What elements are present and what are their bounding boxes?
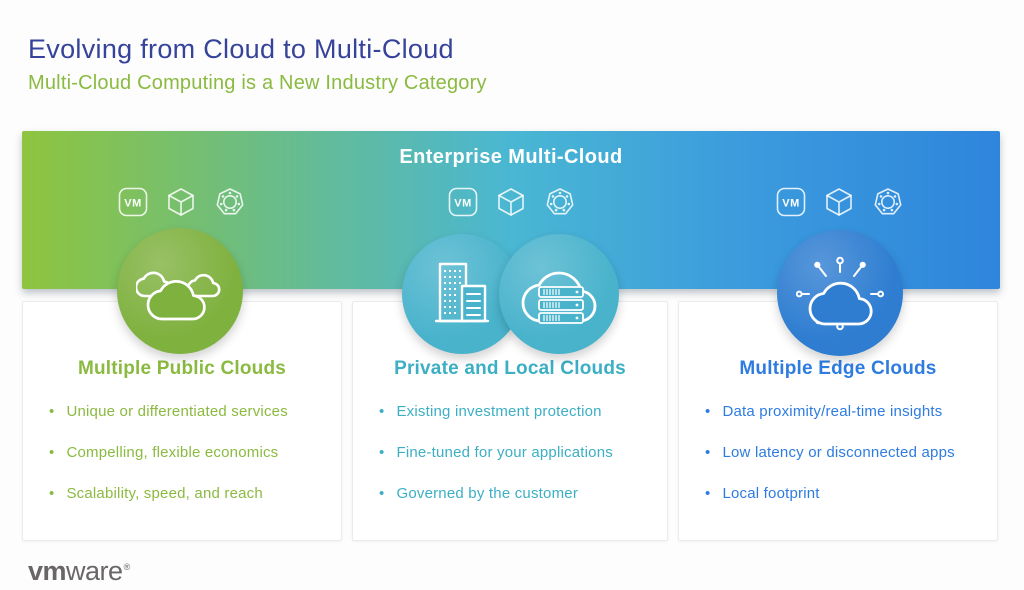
list-item: • Existing investment protection bbox=[379, 402, 653, 422]
vm-badge-icon: VM bbox=[448, 187, 478, 217]
private-local-clouds-card: Private and Local Clouds • Existing inves… bbox=[352, 301, 668, 541]
bullet-list: • Existing investment protection • Fine-tu… bbox=[353, 402, 667, 504]
banner-title: Enterprise Multi-Cloud bbox=[399, 146, 623, 168]
banner-icon-group: VM bbox=[118, 186, 246, 218]
private-clouds-servers-circle bbox=[499, 234, 619, 354]
bullet-dot: • bbox=[379, 403, 385, 420]
bullet-text: Existing investment protection bbox=[396, 403, 602, 420]
banner-icon-group: VM bbox=[448, 186, 576, 218]
bullet-text: Fine-tuned for your applications bbox=[396, 444, 613, 461]
bullet-text: Scalability, speed, and reach bbox=[66, 485, 263, 502]
vm-badge-icon: VM bbox=[118, 187, 148, 217]
cloud-servers-icon bbox=[521, 271, 597, 324]
bullet-text: Compelling, flexible economics bbox=[66, 444, 279, 461]
bullet-dot: • bbox=[379, 485, 385, 502]
bullet-list: • Data proximity/real-time insights • Low … bbox=[679, 402, 997, 504]
list-item: • Compelling, flexible economics bbox=[49, 443, 327, 463]
container-cube-icon bbox=[165, 186, 197, 218]
card-heading: Multiple Public Clouds bbox=[77, 358, 287, 379]
bullet-text: Governed by the customer bbox=[396, 485, 579, 502]
bullet-dot: • bbox=[49, 444, 55, 461]
kubernetes-wheel-icon bbox=[214, 186, 246, 218]
bullet-dot: • bbox=[49, 485, 55, 502]
page-title: Evolving from Cloud to Multi-Cloud bbox=[28, 34, 454, 64]
card-heading: Multiple Edge Clouds bbox=[739, 358, 937, 379]
bullet-text: Low latency or disconnected apps bbox=[722, 444, 955, 461]
vmware-logo-regular: ware bbox=[66, 556, 123, 586]
bullet-text: Unique or differentiated services bbox=[66, 403, 288, 420]
list-item: • Data proximity/real-time insights bbox=[705, 402, 983, 422]
banner-icon-group: VM bbox=[776, 186, 904, 218]
bullet-text: Local footprint bbox=[722, 485, 820, 502]
list-item: • Governed by the customer bbox=[379, 484, 653, 504]
bullet-dot: • bbox=[379, 444, 385, 461]
vmware-logo-bold: vm bbox=[28, 556, 67, 586]
edge-clouds-circle bbox=[777, 230, 903, 356]
svg-text:VM: VM bbox=[124, 198, 142, 210]
bullet-dot: • bbox=[705, 485, 711, 502]
bullet-text: Data proximity/real-time insights bbox=[722, 403, 943, 420]
bullet-dot: • bbox=[705, 403, 711, 420]
svg-text:VM: VM bbox=[454, 198, 472, 210]
public-clouds-circle bbox=[117, 228, 243, 354]
vmware-logo: vmware® bbox=[28, 556, 130, 587]
bullet-list: • Unique or differentiated services • Comp… bbox=[23, 402, 341, 504]
public-clouds-icon bbox=[136, 271, 221, 321]
edge-cloud-icon bbox=[796, 256, 884, 331]
vm-badge-icon: VM bbox=[776, 187, 806, 217]
bullet-dot: • bbox=[705, 444, 711, 461]
card-heading: Private and Local Clouds bbox=[394, 358, 626, 379]
svg-text:VM: VM bbox=[782, 198, 800, 210]
list-item: • Unique or differentiated services bbox=[49, 402, 327, 422]
list-item: • Local footprint bbox=[705, 484, 983, 504]
kubernetes-wheel-icon bbox=[544, 186, 576, 218]
list-item: • Fine-tuned for your applications bbox=[379, 443, 653, 463]
bullet-dot: • bbox=[49, 403, 55, 420]
kubernetes-wheel-icon bbox=[872, 186, 904, 218]
list-item: • Scalability, speed, and reach bbox=[49, 484, 327, 504]
container-cube-icon bbox=[495, 186, 527, 218]
registered-mark: ® bbox=[123, 562, 131, 572]
list-item: • Low latency or disconnected apps bbox=[705, 443, 983, 463]
container-cube-icon bbox=[823, 186, 855, 218]
datacenter-buildings-icon bbox=[434, 262, 490, 323]
page-subtitle: Multi-Cloud Computing is a New Industry … bbox=[28, 72, 487, 94]
